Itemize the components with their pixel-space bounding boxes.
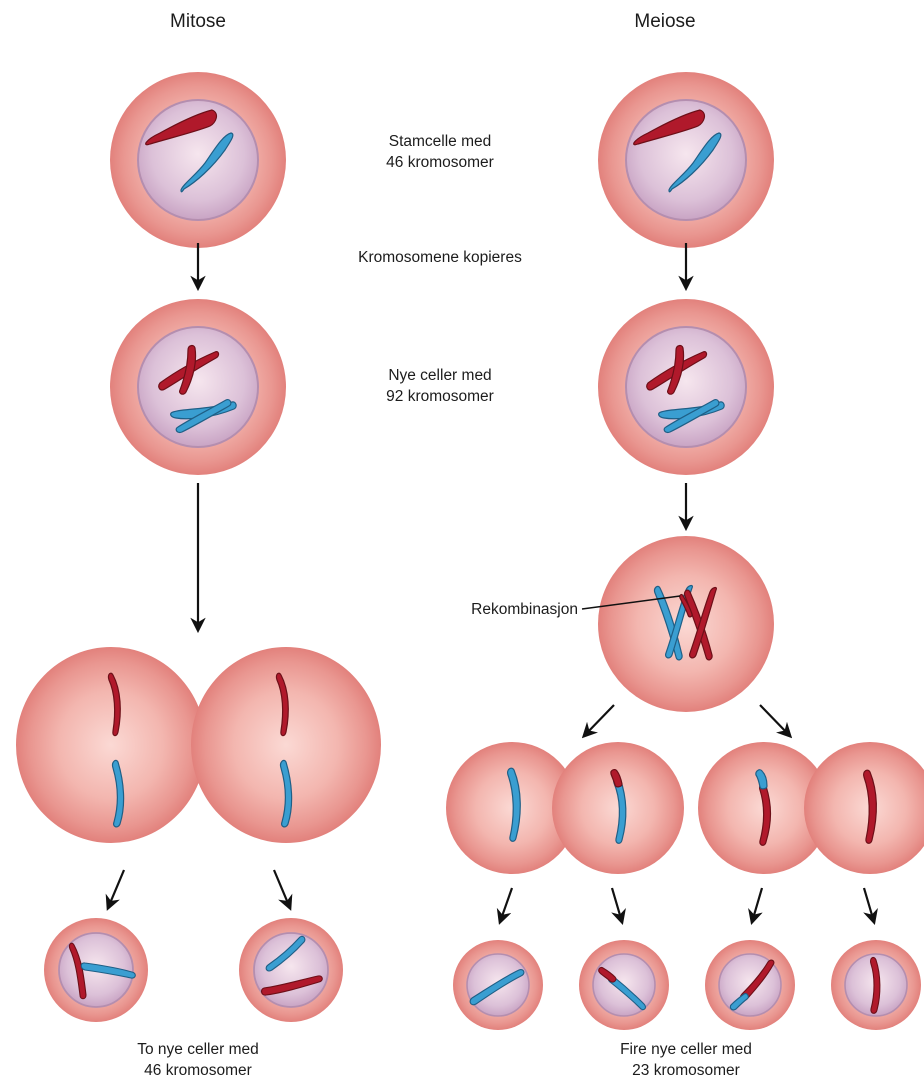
arrow-meiosis-final-3: [752, 888, 762, 922]
meiosis-second-division-left: [446, 742, 684, 874]
arrow-mitosis-left: [108, 870, 124, 908]
mitosis-result-count-label: 46 kromosomer: [144, 1062, 252, 1079]
meiosis-recombination-cell: [598, 536, 774, 712]
recombination-label: Rekombinasjon: [471, 601, 578, 618]
meiosis-daughter-cell-4: [831, 940, 921, 1030]
mitosis-stem-cell: [110, 72, 286, 248]
mitosis-copied-cell: [110, 299, 286, 475]
meiosis-daughter-cell-2: [579, 940, 669, 1030]
meiosis-heading: Meiose: [634, 11, 695, 32]
chromosomes-copied-label: Kromosomene kopieres: [358, 249, 522, 266]
meiosis-result-count-label: 23 kromosomer: [632, 1062, 740, 1079]
mitosis-heading: Mitose: [170, 11, 226, 32]
stem-cell-count-label: 46 kromosomer: [386, 154, 494, 171]
meiosis-result-label: Fire nye celler med: [620, 1041, 752, 1058]
mitosis-daughter-cell-1: [44, 918, 148, 1022]
arrow-meiosis-final-4: [864, 888, 874, 922]
arrow-meiosis-final-2: [612, 888, 622, 922]
arrow-meiosis-right: [760, 705, 790, 736]
new-cells-count-label: 92 kromosomer: [386, 388, 494, 405]
mitosis-result-label: To nye celler med: [137, 1041, 258, 1058]
arrow-mitosis-right: [274, 870, 290, 908]
meiosis-second-division-right: [698, 742, 924, 874]
arrow-meiosis-left: [584, 705, 614, 736]
meiosis-daughter-cell-3: [705, 940, 795, 1030]
mitosis-daughter-cell-2: [239, 918, 343, 1022]
meiosis-stem-cell: [598, 72, 774, 248]
arrow-meiosis-final-1: [500, 888, 512, 922]
meiosis-daughter-cell-1: [453, 940, 543, 1030]
stem-cell-label: Stamcelle med: [389, 133, 492, 150]
new-cells-label: Nye celler med: [388, 367, 491, 384]
mitosis-dividing-cell: [16, 647, 381, 843]
meiosis-copied-cell: [598, 299, 774, 475]
